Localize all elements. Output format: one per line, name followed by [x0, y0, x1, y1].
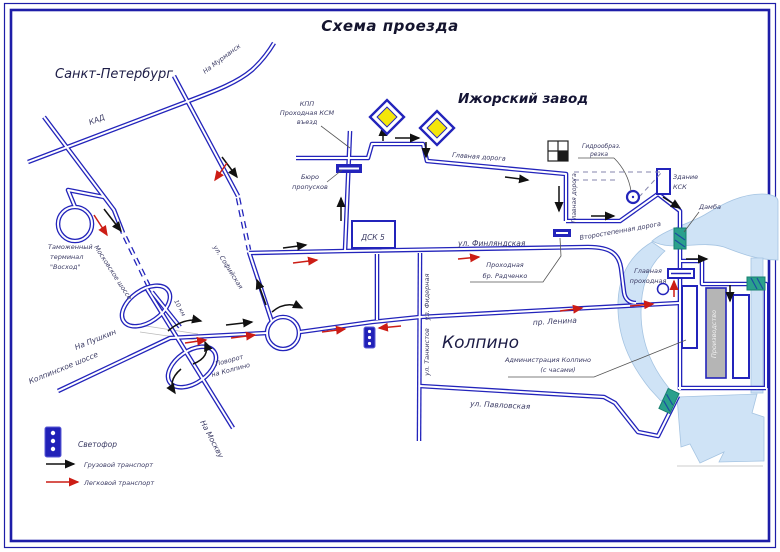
bridge-markers [658, 227, 766, 415]
river-band-west [617, 241, 674, 402]
car-route-arrows [93, 162, 679, 346]
label-terminal-3: "Восход" [50, 263, 80, 271]
factory-building-1 [681, 285, 698, 349]
dam-bridge-icon [673, 227, 687, 250]
label-radchenko-2: бр. Радченко [483, 272, 528, 280]
factory-building-production [705, 287, 727, 379]
label-kpp-1: КПП [300, 100, 315, 108]
factory-building-2 [732, 294, 750, 379]
label-gidro-2: резка [589, 151, 608, 158]
label-tankistov: ул. Танкистов [423, 328, 431, 377]
legend-car-label: Легковой транспорт [83, 479, 154, 487]
gidro-circle [625, 189, 641, 205]
label-admin-1: Администрация Колпино [504, 356, 591, 364]
leader-lines [320, 125, 700, 378]
bridge-icon-south [658, 387, 680, 415]
ksk-building [656, 168, 671, 195]
label-road-kad: КАД [87, 113, 106, 127]
label-10km: 10 км [172, 299, 187, 318]
river-band-east [750, 257, 764, 394]
label-ksk-1: Здание [673, 173, 698, 181]
freight-route-arrows [103, 125, 735, 395]
label-glavnaya-doroga: Главная дорога [452, 151, 506, 163]
label-region-izhorsky: Ижорский завод [458, 91, 588, 107]
page-title: Схема проезда [321, 17, 459, 35]
gatehouse-circle [656, 282, 670, 296]
legend-freight-label: Грузовой транспорт [84, 461, 153, 469]
label-region-kolpino: Колпино [442, 333, 519, 353]
traffic-light-icon [363, 326, 376, 349]
traffic-lights [363, 326, 376, 349]
label-proizvodstvo: Производство [710, 310, 718, 358]
drawing-frame [3, 2, 777, 549]
buildings [336, 140, 750, 379]
labels: Схема проезда Санкт-Петербург Ижорский з… [27, 17, 721, 460]
landmark-icon [547, 140, 569, 162]
byuro-gate [336, 164, 362, 173]
label-admin-2: (с часами) [540, 366, 575, 374]
label-pavlovskaya: ул. Павловская [469, 399, 531, 411]
label-kpp-2: Проходная КСМ [280, 109, 335, 117]
label-kpp-3: въезд [297, 118, 318, 126]
main-road-sign-icon [418, 109, 456, 147]
label-road-murmansk: На Мурманск [201, 42, 242, 76]
label-road-sofiyskaya: ул. Софийская [211, 243, 245, 291]
label-lenina: пр. Ленина [533, 316, 578, 327]
label-glav-prohodnaya-2: проходная [630, 277, 667, 285]
label-fidernaya: ул. Фидерная [423, 274, 431, 322]
radchenko-gate [553, 229, 571, 237]
label-terminal-1: Таможенный [48, 243, 93, 251]
traffic-light-icon [44, 426, 62, 458]
label-byuro-1: Бюро [301, 173, 319, 181]
label-road-moskovskoe: Московское шоссе [92, 244, 133, 302]
label-region-spb: Санкт-Петербург [55, 67, 173, 82]
legend: Светофор Грузовой транспорт Легковой тра… [44, 426, 154, 487]
label-damba: Дамба [698, 203, 721, 211]
main-road-sign-icon [368, 98, 406, 136]
legend-svetofor-label: Светофор [78, 440, 117, 449]
label-glavnaya-doroga-vertical: Главная дорога [571, 173, 578, 223]
label-ksk-2: КСК [673, 183, 687, 191]
label-terminal-2: терминал [50, 253, 83, 261]
label-road-moskva: На Москву [198, 419, 226, 460]
label-glav-prohodnaya-1: Главная [634, 267, 662, 275]
gidro-dashed-lines [574, 171, 664, 197]
main-gate [656, 268, 695, 296]
dsk5-box [351, 220, 396, 249]
lake-bottom [676, 393, 765, 464]
label-gidro-1: Гидрообраз. [582, 143, 621, 150]
label-byuro-2: пропусков [292, 183, 328, 191]
label-dsk5: ДСК 5 [360, 233, 385, 242]
label-radchenko-1: Проходная [486, 261, 524, 269]
label-road-kolpinskoe: Колпинское шоссе [27, 350, 99, 386]
label-road-pushkin: На Пушкин [73, 327, 117, 352]
label-finlyandskaya: ул. Финляндская [457, 239, 526, 248]
priority-road-signs [368, 98, 456, 147]
bridge-icon-east [746, 276, 766, 291]
